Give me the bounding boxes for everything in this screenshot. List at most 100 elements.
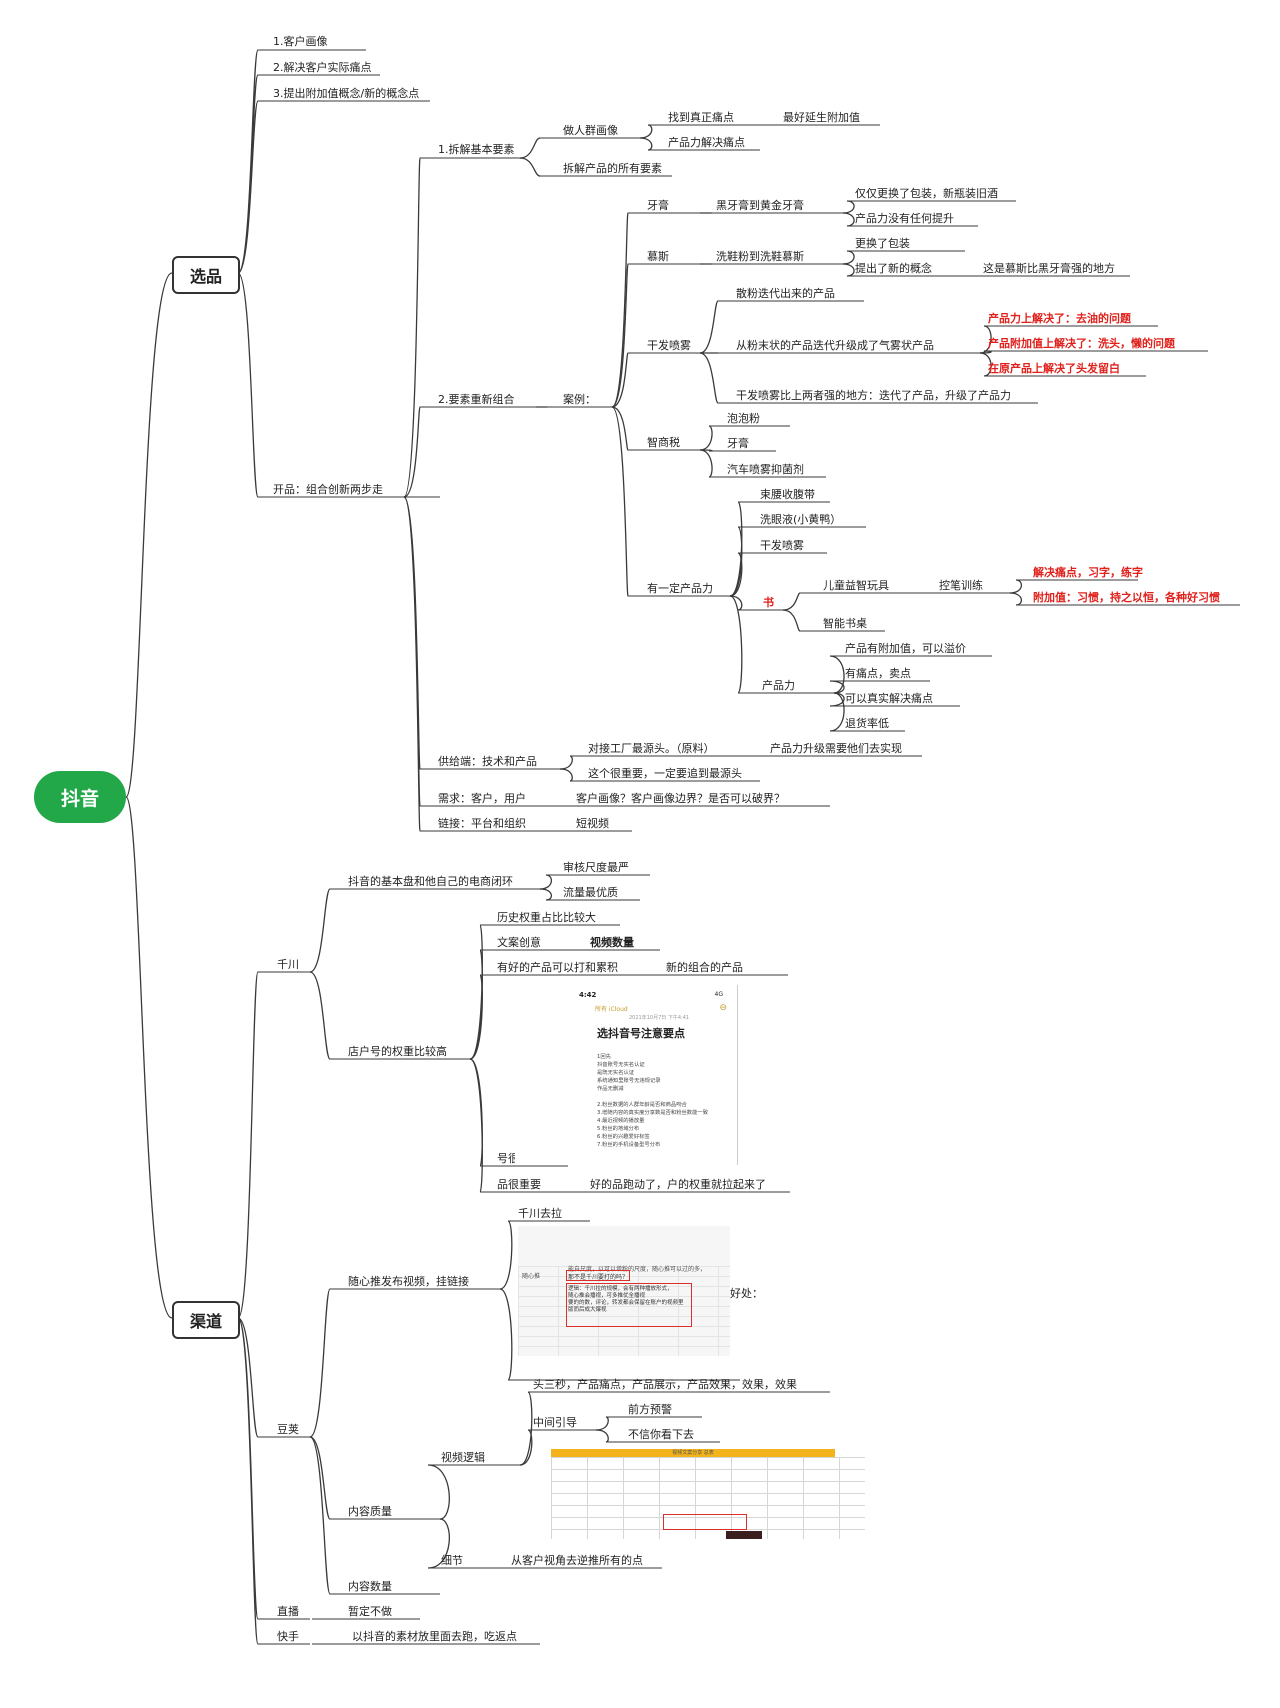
node-jibenpan-1[interactable]: 审核尺度最严 [563, 861, 629, 874]
node-qianchuan-qula[interactable]: 千川去拉 [518, 1207, 562, 1220]
node-jibenpan-2[interactable]: 流量最优质 [563, 886, 618, 899]
node-pain-point[interactable]: 2.解决客户实际痛点 [273, 61, 372, 74]
node-gongji-1[interactable]: 对接工厂最源头。（原料） [588, 742, 715, 755]
node-cpl-1[interactable]: 产品有附加值，可以溢价 [845, 642, 966, 655]
node-dianhu-2[interactable]: 文案创意 [497, 936, 541, 949]
phone-status: 4G [714, 991, 723, 998]
node-yagao-a[interactable]: 仅仅更换了包装，新瓶装旧酒 [855, 187, 998, 200]
node-ganfa-r3[interactable]: 在原产品上解决了头发留白 [988, 362, 1120, 375]
branch-node-qudao[interactable]: 渠道 [172, 1301, 240, 1339]
node-dianhu-1[interactable]: 历史权重占比比较大 [497, 911, 596, 924]
connector-curve [595, 1416, 609, 1431]
node-dianhu-3b[interactable]: 新的组合的产品 [666, 961, 743, 974]
node-anli[interactable]: 案例： [563, 393, 596, 406]
node-neirong-zhiliang[interactable]: 内容质量 [348, 1505, 392, 1518]
node-renqun[interactable]: 做人群画像 [563, 124, 618, 137]
node-chanpinli[interactable]: 产品力解决痛点 [668, 136, 745, 149]
connector-curve [499, 1220, 513, 1290]
node-tousanmiao[interactable]: 头三秒，产品痛点，产品展示，产品效果，效果，效果 [533, 1378, 797, 1391]
node-shipin-luoji[interactable]: 视频逻辑 [441, 1451, 485, 1464]
node-haochu[interactable]: 好处： [730, 1287, 763, 1300]
node-kuaishou[interactable]: 快手 [277, 1630, 299, 1643]
node-ganfa-b[interactable]: 从粉末状的产品迭代升级成了气雾状产品 [736, 339, 934, 352]
node-xijie-1[interactable]: 从客户视角去逆推所有的点 [511, 1554, 643, 1567]
node-ganfa-a[interactable]: 散粉迭代出来的产品 [736, 287, 835, 300]
node-ganfa-r2[interactable]: 产品附加值上解决了：洗头，懒的问题 [988, 337, 1175, 350]
node-zhishangshui[interactable]: 智商税 [647, 436, 680, 449]
node-suixin[interactable]: 随心推发布视频，挂链接 [348, 1275, 469, 1288]
node-ganfa[interactable]: 干发喷雾 [647, 339, 691, 352]
node-neirong-shuliang[interactable]: 内容数量 [348, 1580, 392, 1593]
node-zhongjian[interactable]: 中间引导 [533, 1416, 577, 1429]
node-yagao-case[interactable]: 黑牙膏到黄金牙膏 [716, 199, 804, 212]
node-zsh-a[interactable]: 泡泡粉 [727, 412, 760, 425]
node-kongbi[interactable]: 控笔训练 [939, 579, 983, 592]
node-chanpinli-2[interactable]: 产品力 [762, 679, 795, 692]
node-cpl-3[interactable]: 可以真实解决痛点 [845, 692, 933, 705]
connector-curve [842, 250, 855, 265]
connector-curve [309, 1436, 331, 1595]
phone-back-link: 所有 iCloud [595, 1006, 628, 1013]
node-zhineng[interactable]: 智能书桌 [823, 617, 867, 630]
node-zhongjian-2[interactable]: 不信你看下去 [628, 1428, 694, 1441]
node-dianhu-3[interactable]: 有好的产品可以打和累积 [497, 961, 618, 974]
node-zhongjian-1[interactable]: 前方预警 [628, 1403, 672, 1416]
node-ganfa-c[interactable]: 干发喷雾比上两者强的地方：迭代了产品，升级了产品力 [736, 389, 1011, 402]
node-youyiding[interactable]: 有一定产品力 [647, 582, 713, 595]
node-zsh-b[interactable]: 牙膏 [727, 437, 749, 450]
node-ertong[interactable]: 儿童益智玩具 [823, 579, 889, 592]
connector-curve [403, 496, 421, 832]
connector-curve [539, 874, 552, 890]
node-cpl-4[interactable]: 退货率低 [845, 717, 889, 730]
sheet-grid [551, 1457, 865, 1539]
node-kaipin[interactable]: 开品：组合创新两步走 [273, 483, 383, 496]
node-pin-b[interactable]: 好的品跑动了，户的权重就拉起来了 [590, 1178, 766, 1191]
node-kuaishou-1[interactable]: 以抖音的素材放里面去跑，吃返点 [352, 1630, 517, 1643]
node-xuqiu[interactable]: 需求：客户，用户 [438, 792, 526, 805]
node-gongji-1b[interactable]: 产品力升级需要他们去实现 [770, 742, 902, 755]
node-dianhu[interactable]: 店户号的权重比较高 [348, 1045, 447, 1058]
node-fujiazhi[interactable]: 最好延生附加值 [783, 111, 860, 124]
node-yd-3[interactable]: 干发喷雾 [760, 539, 804, 552]
node-ganfa-r1[interactable]: 产品力上解决了：去油的问题 [988, 312, 1131, 325]
node-yd-2[interactable]: 洗眼液(小黄鸭） [760, 513, 842, 526]
node-chaijie[interactable]: 1.拆解基本要素 [438, 143, 515, 156]
connector-curve [842, 212, 855, 227]
node-musi-b2[interactable]: 这是慕斯比黑牙膏强的地方 [983, 262, 1115, 275]
node-musi-b[interactable]: 提出了新的概念 [855, 262, 932, 275]
node-zhibo-1[interactable]: 暂定不做 [348, 1605, 392, 1618]
node-chongxin[interactable]: 2.要素重新组合 [438, 393, 515, 406]
node-dianhu-2b[interactable]: 视频数量 [590, 936, 634, 949]
node-chaijie-all[interactable]: 拆解产品的所有要素 [563, 162, 662, 175]
node-musi-case[interactable]: 洗鞋粉到洗鞋慕斯 [716, 250, 804, 263]
node-gongji[interactable]: 供给端：技术和产品 [438, 755, 537, 768]
node-qianchuan[interactable]: 千川 [277, 958, 299, 971]
node-musi-a[interactable]: 更换了包装 [855, 237, 910, 250]
node-pin[interactable]: 品很重要 [497, 1178, 541, 1191]
node-tongdian[interactable]: 找到真正痛点 [668, 111, 734, 124]
node-musi[interactable]: 慕斯 [647, 250, 669, 263]
node-shu[interactable]: 书 [763, 596, 774, 609]
node-yagao-b[interactable]: 产品力没有任何提升 [855, 212, 954, 225]
node-doujia[interactable]: 豆荚 [277, 1423, 299, 1436]
connector-curve [403, 406, 421, 498]
node-yagao[interactable]: 牙膏 [647, 199, 669, 212]
root-node[interactable]: 抖音 [34, 771, 126, 823]
node-zsh-c[interactable]: 汽车喷雾抑菌剂 [727, 463, 804, 476]
node-zhibo[interactable]: 直播 [277, 1605, 299, 1618]
branch-node-xuanpin[interactable]: 选品 [172, 256, 240, 294]
node-xijie[interactable]: 细节 [441, 1554, 463, 1567]
node-lianjie-1[interactable]: 短视频 [576, 817, 609, 830]
node-xuqiu-1[interactable]: 客户画像？客户画像边界？是否可以破界？ [576, 792, 785, 805]
connector-curve [519, 137, 541, 159]
node-cpl-2[interactable]: 有痛点，卖点 [845, 667, 911, 680]
node-lianjie[interactable]: 链接：平台和组织 [438, 817, 526, 830]
node-yd-1[interactable]: 束腰收腹带 [760, 488, 815, 501]
node-jibenpan[interactable]: 抖音的基本盘和他自己的电商闭环 [348, 875, 513, 888]
node-kongbi-r2[interactable]: 附加值：习惯，持之以恒，各种好习惯 [1033, 591, 1220, 604]
node-gongji-2[interactable]: 这个很重要，一定要追到最源头 [588, 767, 742, 780]
node-value-concept[interactable]: 3.提出附加值概念/新的概念点 [273, 87, 420, 100]
node-customer-profile[interactable]: 1.客户画像 [273, 35, 328, 48]
node-kongbi-r1[interactable]: 解决痛点，习字，练字 [1033, 566, 1143, 579]
